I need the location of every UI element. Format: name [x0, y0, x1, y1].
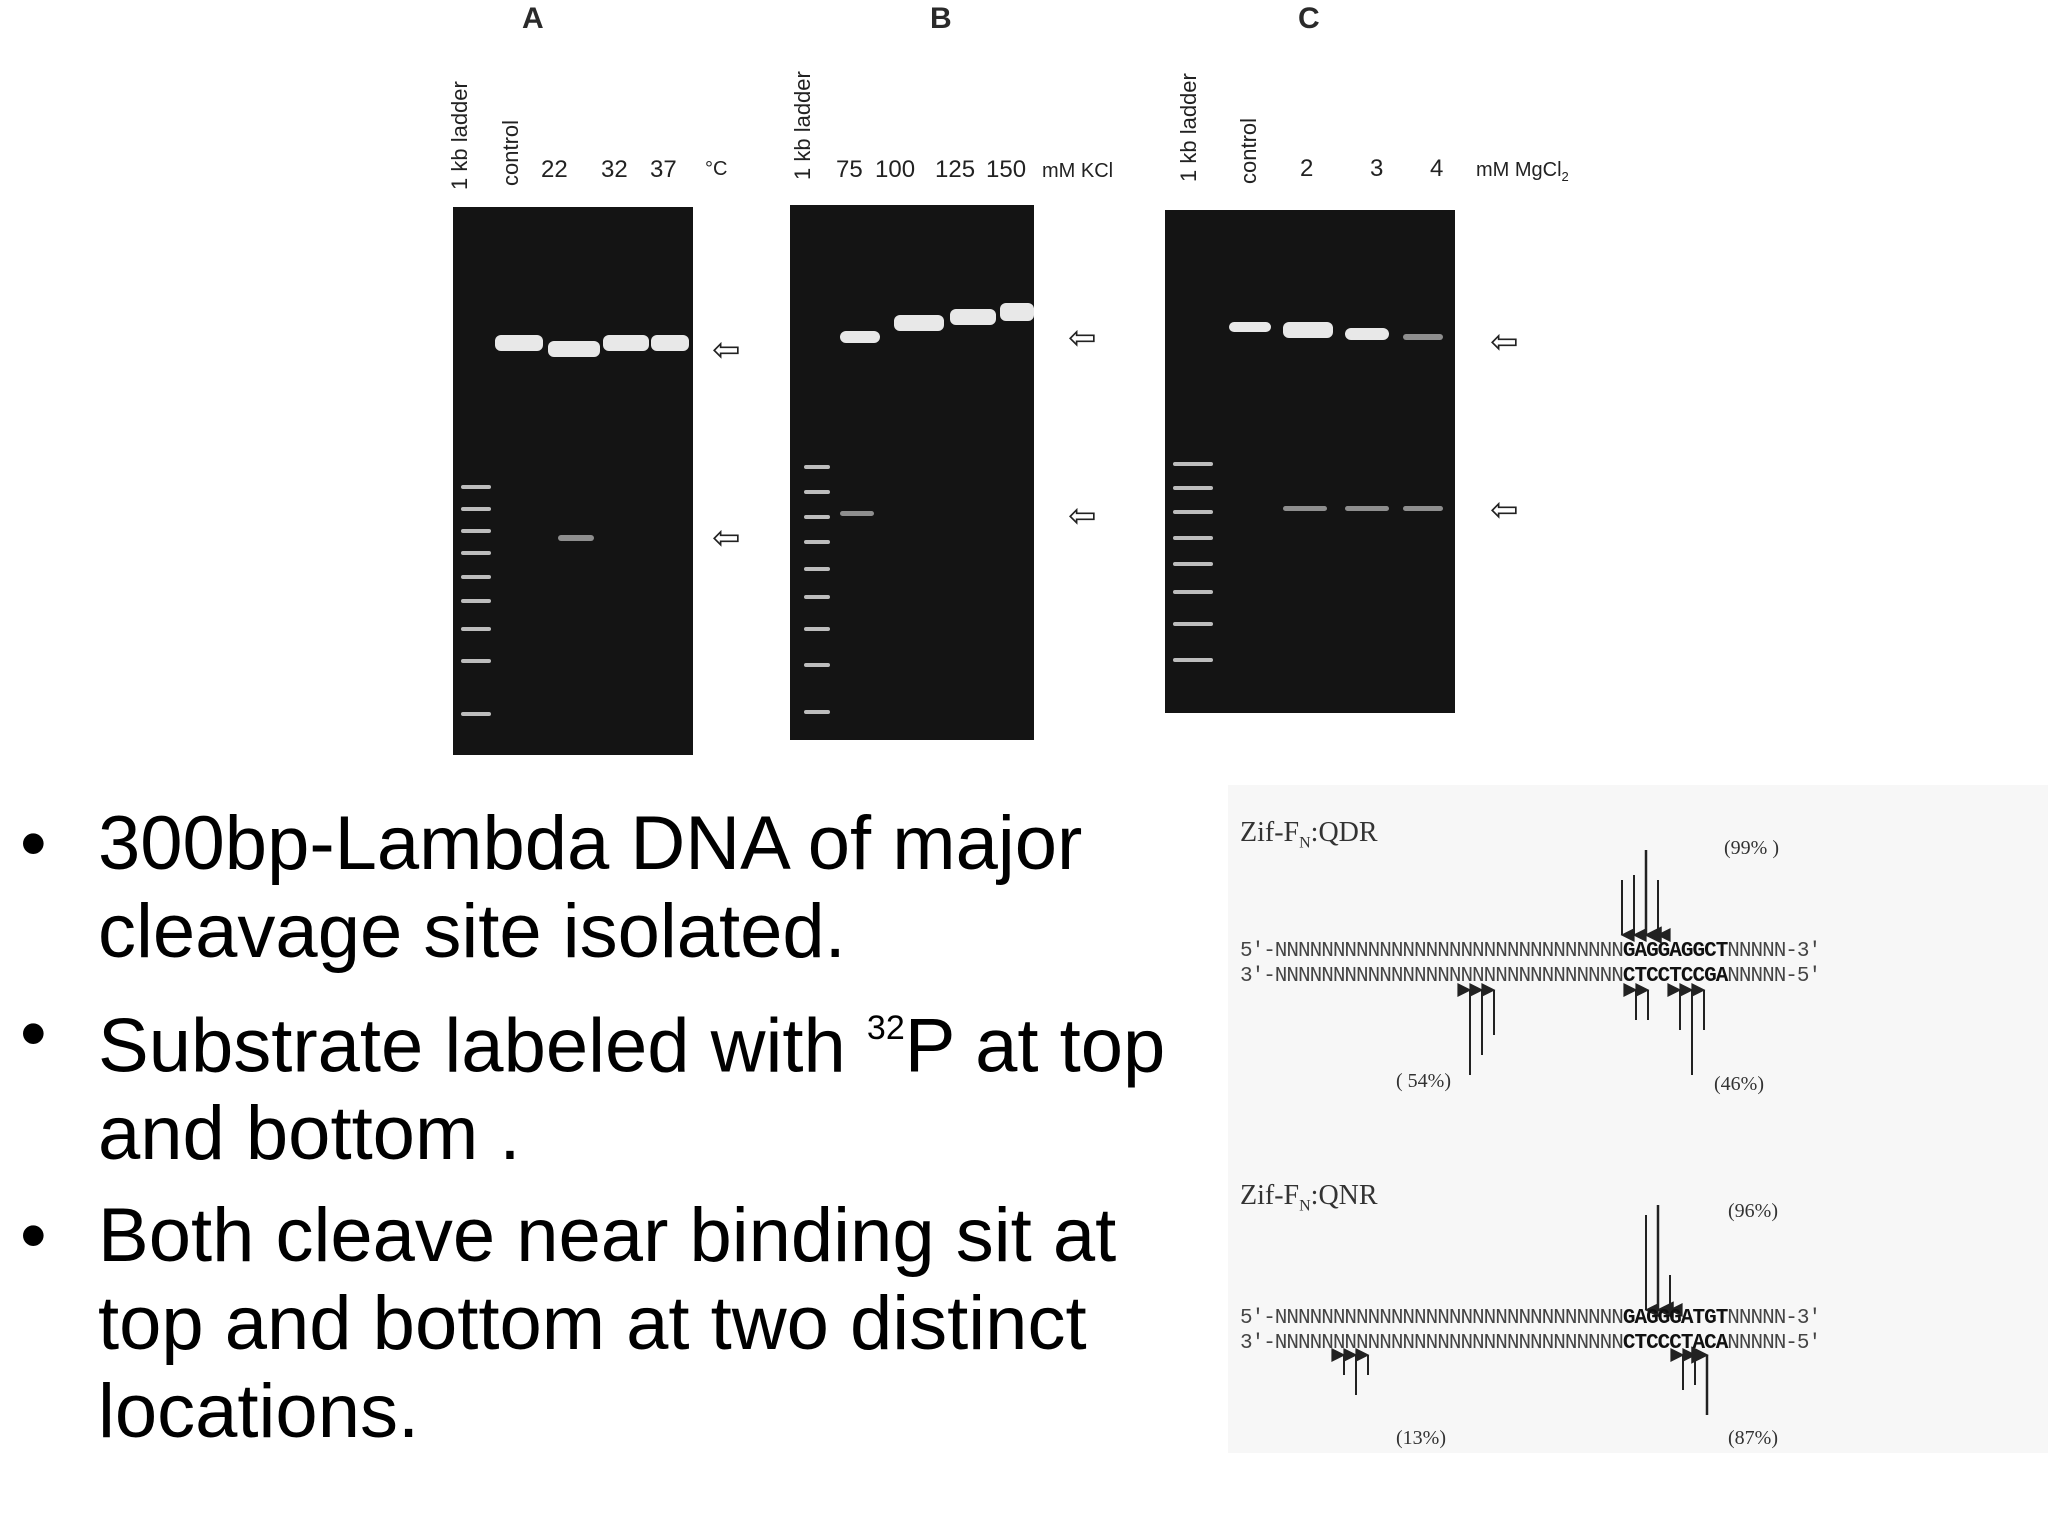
band [558, 535, 594, 541]
panel-b-value-150: 150 [986, 156, 1027, 183]
panel-c-value-4: 4 [1430, 155, 1444, 182]
qnr-top-percent: (96%) [1728, 1200, 1778, 1222]
ladder-band [461, 575, 491, 579]
ladder-band [804, 567, 830, 571]
ladder-band [1173, 486, 1213, 490]
panel-a-control-label: control [498, 119, 523, 186]
isotope-mass: 32 [866, 1009, 905, 1047]
ladder-band [1173, 510, 1213, 514]
band [1000, 303, 1034, 321]
bullet-icon: • [20, 801, 47, 886]
panel-c-unit: mM MgCl2 [1476, 159, 1569, 184]
ladder-band [1173, 562, 1213, 566]
panel-a-letter: A [522, 2, 544, 35]
ladder-band [461, 599, 491, 603]
bullet-item: • Substrate labeled with 32P at top and … [20, 990, 1200, 1178]
arrow-left-icon: ⇦ [1490, 490, 1519, 530]
band [603, 335, 649, 351]
panel-a-value-22: 22 [541, 156, 568, 183]
ladder-band [1173, 622, 1213, 626]
ladder-band [1173, 462, 1213, 466]
ladder-band [461, 551, 491, 555]
qnr-top-strand: 5'-NNNNNNNNNNNNNNNNNNNNNNNNNNNNNNGAGGGAT… [1240, 1307, 1821, 1330]
ladder-band [804, 595, 830, 599]
qdr-top-strand: 5'-NNNNNNNNNNNNNNNNNNNNNNNNNNNNNNGAGGAGG… [1240, 940, 1821, 963]
arrow-left-icon: ⇦ [1068, 496, 1097, 536]
bullet-item: • Both cleave near binding sit at top an… [20, 1192, 1200, 1456]
qdr-left-percent: ( 54%) [1396, 1070, 1451, 1092]
cleavage-arrows [1331, 850, 1709, 1415]
ladder-band [1173, 536, 1213, 540]
cleavage-sequence-figure: Zif-FN:QDR (99% ) 5'-NNNNNNNNNNNNNNNNNNN… [1228, 785, 2048, 1453]
band [495, 335, 543, 351]
band [1229, 322, 1271, 332]
bullet-icon: • [20, 991, 47, 1076]
ladder-band [1173, 658, 1213, 662]
band [1403, 334, 1443, 340]
bullet-text: Both cleave near binding sit at top and … [98, 1193, 1117, 1455]
ladder-band [461, 507, 491, 511]
panel-a-unit: °C [705, 158, 728, 180]
band [651, 335, 689, 351]
band [1283, 506, 1327, 511]
ladder-band [461, 712, 491, 716]
band [1345, 506, 1389, 511]
qdr-title: Zif-FN:QDR [1240, 817, 1378, 852]
gel-a [453, 207, 693, 755]
bullet-text-after: P at top and bottom . [98, 1003, 1166, 1177]
band [1345, 328, 1389, 340]
ladder-band [804, 515, 830, 519]
band [548, 341, 600, 357]
ladder-band [804, 627, 830, 631]
qdr-right-percent: (46%) [1714, 1073, 1764, 1095]
panel-c-value-3: 3 [1370, 155, 1384, 182]
panel-b-letter: B [930, 2, 952, 35]
bullet-list: • 300bp-Lambda DNA of major cleavage sit… [20, 800, 1200, 1470]
qdr-top-percent: (99% ) [1724, 837, 1779, 859]
band [950, 309, 996, 325]
qnr-bottom-strand: 3'-NNNNNNNNNNNNNNNNNNNNNNNNNNNNNNCTCCCTA… [1240, 1332, 1821, 1355]
panel-b-ladder-label: 1 kb ladder [790, 71, 815, 180]
ladder-band [461, 485, 491, 489]
ladder-band [461, 627, 491, 631]
arrow-left-icon: ⇦ [712, 330, 741, 370]
panel-c-control-label: control [1236, 117, 1261, 184]
panel-b-value-75: 75 [836, 156, 863, 183]
arrow-left-icon: ⇦ [712, 518, 741, 558]
ladder-band [804, 710, 830, 714]
bullet-item: • 300bp-Lambda DNA of major cleavage sit… [20, 800, 1200, 976]
panel-a-value-32: 32 [601, 156, 628, 183]
ladder-band [804, 540, 830, 544]
panel-a-ladder-label: 1 kb ladder [447, 81, 472, 190]
panel-c-ladder-label: 1 kb ladder [1176, 73, 1201, 182]
band [840, 331, 880, 343]
bullet-text: 300bp-Lambda DNA of major cleavage site … [98, 801, 1083, 974]
band [840, 511, 874, 516]
qnr-left-percent: (13%) [1396, 1427, 1446, 1449]
arrow-left-icon: ⇦ [1490, 322, 1519, 362]
qdr-bottom-strand: 3'-NNNNNNNNNNNNNNNNNNNNNNNNNNNNNNCTCCTCC… [1240, 965, 1821, 988]
bullet-icon: • [20, 1193, 47, 1279]
qnr-title: Zif-FN:QNR [1240, 1180, 1378, 1215]
panel-b-value-125: 125 [935, 156, 976, 183]
bullet-text-before: Substrate labeled with [98, 1003, 867, 1089]
ladder-band [461, 659, 491, 663]
ladder-band [804, 663, 830, 667]
panel-c-letter: C [1298, 2, 1320, 35]
qnr-right-percent: (87%) [1728, 1427, 1778, 1449]
gel-b [790, 205, 1034, 740]
ladder-band [461, 529, 491, 533]
band [1403, 506, 1443, 511]
panel-c-value-2: 2 [1300, 155, 1314, 182]
gel-c [1165, 210, 1455, 713]
ladder-band [804, 465, 830, 469]
ladder-band [1173, 590, 1213, 594]
band [894, 315, 944, 331]
panel-a-value-37: 37 [650, 156, 677, 183]
panel-b-unit: mM KCl [1042, 160, 1114, 182]
band [1283, 322, 1333, 338]
panel-b-value-100: 100 [875, 156, 916, 183]
arrow-left-icon: ⇦ [1068, 318, 1097, 358]
ladder-band [804, 490, 830, 494]
